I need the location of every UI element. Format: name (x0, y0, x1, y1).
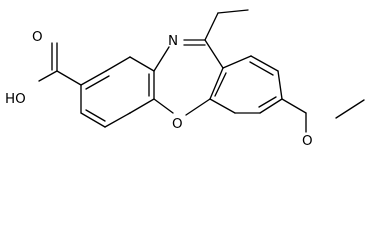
bond (204, 12, 219, 41)
structure-canvas: HO O N O O (5, 9, 365, 149)
methoxy-oxygen-label: O (302, 133, 313, 149)
carboxyl-oxygen-label: O (32, 29, 43, 45)
left-benzene-ring (80, 56, 155, 128)
carboxyl-hydroxyl-label: HO (5, 91, 26, 107)
bond (209, 98, 236, 114)
bond (258, 96, 277, 108)
bond (56, 70, 82, 86)
bond (249, 61, 274, 76)
nitrogen-atom-label: N (168, 33, 178, 49)
bond (105, 56, 131, 72)
bond (335, 99, 365, 119)
right-benzene-ring (209, 55, 283, 114)
bond (153, 98, 174, 114)
bond (129, 98, 155, 114)
bond (214, 72, 227, 97)
bond (104, 112, 131, 128)
bond (85, 75, 110, 90)
bond (153, 46, 170, 72)
bond (85, 109, 106, 122)
ring-oxygen-atom-label: O (172, 116, 183, 132)
bond (204, 39, 224, 69)
bond (80, 112, 106, 128)
bond (250, 55, 279, 72)
bond (185, 98, 211, 116)
bond (209, 67, 224, 100)
methoxy-group: O (281, 98, 365, 149)
molecule-structure: HO O N O O (5, 9, 365, 149)
bond (277, 70, 283, 100)
bond (38, 70, 58, 82)
bond (259, 98, 283, 114)
bond (217, 9, 249, 14)
ethyl-group (204, 9, 249, 41)
bond (129, 56, 155, 72)
bond (281, 98, 307, 114)
bond (80, 70, 107, 86)
bond (222, 55, 252, 69)
seven-membered-ring: N O (129, 33, 224, 132)
carboxylic-acid-group: HO O (5, 29, 82, 107)
